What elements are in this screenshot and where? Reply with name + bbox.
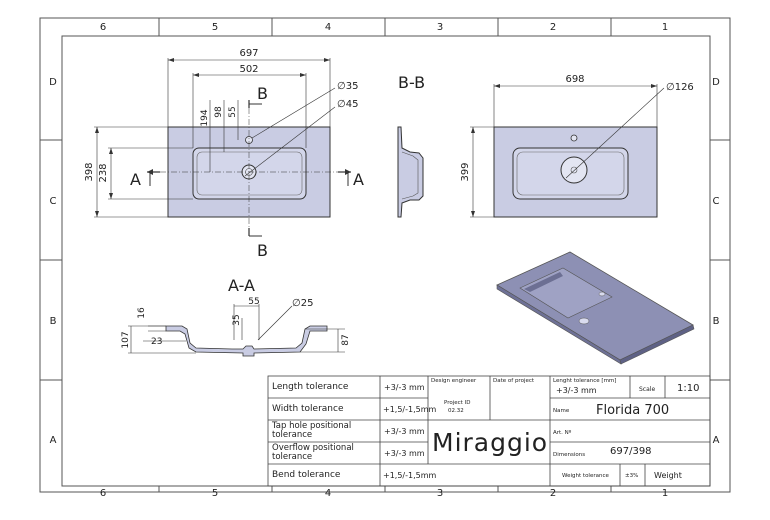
row-label-left: A — [50, 435, 57, 446]
dim-cutout-126: ∅126 — [666, 82, 694, 93]
section-marker-b-bottom: B — [257, 241, 268, 260]
tb-weight-tol-label: Weight tolerance — [562, 473, 609, 479]
tb-length-tol-header: Lenght tolerance [mm] — [553, 378, 617, 384]
tb-row-value-width: +1,5/-1,5mm — [383, 405, 437, 414]
outer-frame — [39, 17, 731, 493]
section-marker-a-right: A — [353, 170, 364, 189]
tb-row-label-tap: Tap hole positional tolerance — [272, 421, 352, 440]
tb-length-tol-value: +3/-3 mm — [556, 386, 597, 395]
tb-row-label-length: Length tolerance — [272, 382, 349, 392]
bowl-inner-outline — [196, 151, 303, 196]
tb-date-of-project: Date of project — [493, 378, 535, 384]
row-label-right: B — [713, 316, 720, 327]
tb-row-label-bend: Bend tolerance — [272, 470, 341, 480]
tb-row-label-overflow: Overflow positional tolerance — [272, 443, 354, 462]
col-label-top: 3 — [437, 22, 443, 33]
brand-logo: Miraggio — [432, 428, 549, 457]
tb-project-id-value: 02.32 — [448, 408, 464, 414]
tb-name-label: Name — [553, 408, 570, 414]
title-block — [267, 375, 711, 487]
tb-row-value-length: +3/-3 mm — [384, 383, 425, 392]
tb-dimensions-label: Dimensions — [553, 452, 586, 458]
dim-bowl-width: 502 — [239, 64, 258, 75]
col-label-bottom: 4 — [325, 488, 331, 499]
dim-aa-35: 35 — [232, 314, 242, 325]
section-aa-title: A-A — [228, 276, 255, 295]
section-bb-title: B-B — [398, 73, 425, 92]
tb-art-label: Art. Nº — [553, 430, 572, 436]
col-label-bottom: 5 — [212, 488, 218, 499]
tb-name-value: Florida 700 — [596, 403, 670, 418]
tb-scale-label: Scale — [639, 386, 656, 393]
dim-194: 194 — [200, 109, 210, 126]
iso-drain — [578, 317, 590, 325]
row-label-left: D — [49, 77, 57, 88]
tb-design-engineer: Design engineer — [431, 378, 477, 384]
tb-dimensions-value: 697/398 — [610, 446, 652, 457]
dim-overall-depth: 398 — [84, 162, 95, 181]
section-marker-b-top: B — [257, 84, 268, 103]
dim-hole-35: ∅35 — [337, 81, 358, 92]
row-label-left: B — [50, 316, 57, 327]
dim-overall-width: 697 — [239, 48, 258, 59]
col-label-top: 1 — [662, 22, 668, 33]
row-label-right: A — [713, 435, 720, 446]
dim-aa-55: 55 — [248, 297, 259, 307]
tb-row-value-overflow: +3/-3 mm — [384, 449, 425, 458]
dim-98: 98 — [214, 106, 224, 118]
tap-hole-right — [570, 134, 578, 142]
col-label-bottom: 3 — [437, 488, 443, 499]
section-bb: B-B — [397, 73, 425, 218]
tb-weight-label: Weight — [654, 471, 682, 480]
dim-aa-87: 87 — [341, 334, 351, 345]
tb-scale-value: 1:10 — [677, 383, 700, 394]
bottom-view: 698 399 ∅126 — [460, 74, 694, 218]
tb-row-value-bend: +1,5/-1,5mm — [383, 471, 437, 480]
top-view: 697 502 194 98 55 ∅35 ∅45 398 238 — [84, 48, 364, 260]
col-label-top: 2 — [550, 22, 556, 33]
tb-project-id-label: Project ID — [444, 400, 471, 406]
tb-row-label-width: Width tolerance — [272, 404, 344, 414]
col-label-top: 5 — [212, 22, 218, 33]
section-aa-profile — [165, 325, 328, 357]
row-label-left: C — [50, 196, 57, 207]
col-label-bottom: 6 — [100, 488, 106, 499]
dim-55: 55 — [228, 106, 238, 117]
section-marker-a-left: A — [130, 170, 141, 189]
col-label-top: 6 — [100, 22, 106, 33]
tb-weight-tol-value: ±3% — [625, 473, 639, 479]
dim-depth-399: 399 — [460, 162, 471, 181]
frame-ticks — [40, 18, 730, 492]
dim-aa-16: 16 — [137, 307, 147, 319]
dim-bowl-depth: 238 — [98, 163, 109, 182]
cutout-circle — [560, 156, 588, 184]
dim-aa-107: 107 — [121, 331, 131, 348]
row-label-right: D — [712, 77, 720, 88]
col-label-top: 4 — [325, 22, 331, 33]
col-label-bottom: 1 — [662, 488, 668, 499]
col-label-bottom: 2 — [550, 488, 556, 499]
inner-frame — [61, 35, 711, 487]
dim-aa-23: 23 — [151, 337, 162, 347]
iso-tap-hole — [598, 291, 606, 297]
dim-width-698: 698 — [565, 74, 584, 85]
row-label-right: C — [713, 196, 720, 207]
dim-aa-drain-25: ∅25 — [292, 298, 313, 309]
isometric-view — [496, 251, 695, 365]
section-bb-profile — [397, 126, 424, 218]
section-aa: A-A 55 ∅25 35 16 107 23 87 — [121, 276, 351, 357]
dim-drain-45: ∅45 — [337, 99, 358, 110]
tb-row-value-tap: +3/-3 mm — [384, 427, 425, 436]
